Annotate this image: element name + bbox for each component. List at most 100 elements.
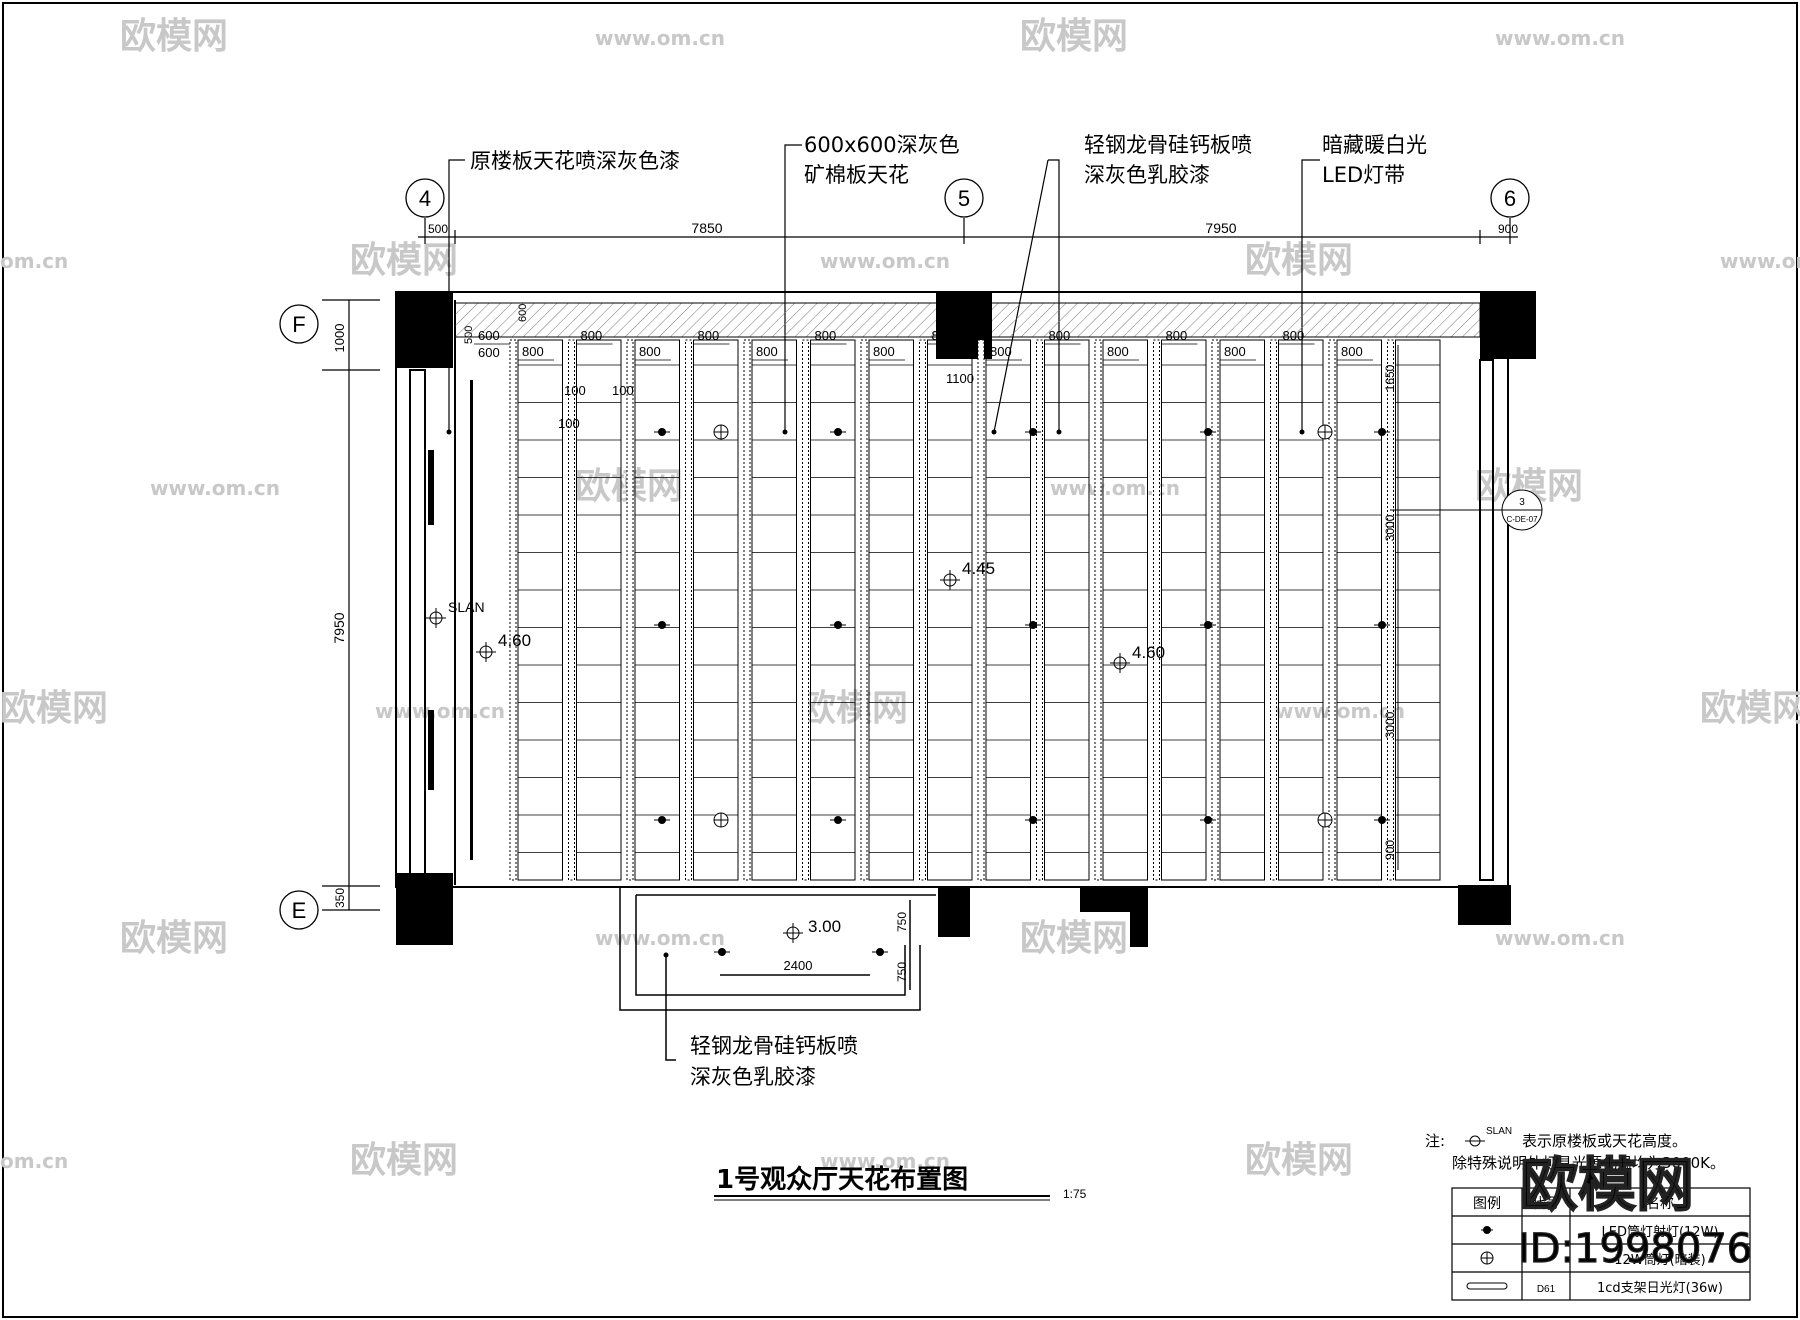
dim-100: 100 bbox=[564, 383, 586, 398]
ceiling-panel-strip bbox=[634, 339, 680, 881]
strip-dimensions: 6008008008008008008008008008008008008008… bbox=[474, 328, 1373, 361]
axis-bubble-4 bbox=[405, 178, 445, 218]
watermark-layer: 欧模网 www.om.cn 欧模网 www.om.cn om.cn 欧模网 ww… bbox=[0, 16, 1800, 1181]
notes-line1: 表示原楼板或天花高度。 bbox=[1522, 1132, 1687, 1150]
axis-label-5: 5 bbox=[958, 186, 970, 211]
strip-dimension-label: 800 bbox=[873, 344, 895, 359]
section-reference: C-DE-07 bbox=[1506, 515, 1538, 524]
watermark-brand: 欧模网 bbox=[350, 240, 458, 281]
watermark-brand: 欧模网 bbox=[0, 688, 108, 729]
callout-led-line1: 暗藏暖白光 bbox=[1322, 133, 1427, 157]
height-markers bbox=[426, 570, 1130, 943]
light-strip bbox=[568, 339, 575, 881]
axis-bubble-6 bbox=[1490, 178, 1530, 218]
watermark-url: www.om.cn bbox=[150, 476, 280, 500]
light-strip bbox=[743, 339, 751, 881]
watermark-brand: 欧模网 bbox=[1245, 240, 1353, 281]
dim-7950: 7950 bbox=[1205, 220, 1236, 236]
wall-opening bbox=[428, 450, 434, 525]
watermark-url: www.om.cn bbox=[820, 1149, 950, 1173]
ceiling-panel-strip bbox=[517, 339, 563, 881]
axis-bubbles bbox=[279, 178, 1530, 930]
callout-gypsum-line1: 轻钢龙骨硅钙板喷 bbox=[1084, 133, 1252, 157]
watermark-url: www.om.cn bbox=[1275, 699, 1405, 723]
height-460: 4.60 bbox=[498, 631, 531, 650]
axis-label-4: 4 bbox=[419, 186, 431, 211]
strip-dimension-label: 800 bbox=[1224, 344, 1246, 359]
strip-dimension-label: 800 bbox=[639, 344, 661, 359]
axis-bubble-5 bbox=[944, 178, 984, 218]
dim-750: 750 bbox=[895, 962, 909, 982]
legend-header-name: 名称 bbox=[1646, 1196, 1674, 1212]
callout-mineral-board-line2: 矿棉板天花 bbox=[804, 163, 909, 187]
light-strip bbox=[685, 339, 692, 881]
structural-columns bbox=[396, 291, 1536, 947]
axis-bubble-E bbox=[279, 890, 319, 930]
watermark-brand: 欧模网 bbox=[1245, 1140, 1353, 1181]
strip-dimension-label: 800 bbox=[581, 328, 603, 343]
dim-100: 100 bbox=[612, 383, 634, 398]
watermark-url: www.om.cn bbox=[1050, 476, 1180, 500]
section-marker: 3 C-DE-07 bbox=[1390, 489, 1543, 531]
dim-1650: 1650 bbox=[1383, 364, 1397, 391]
top-dimension-line bbox=[418, 218, 1518, 244]
light-trough bbox=[470, 380, 473, 860]
dim-500: 500 bbox=[428, 222, 448, 236]
drawing-title: 1号观众厅天花布置图 bbox=[716, 1165, 968, 1195]
column bbox=[1130, 887, 1148, 947]
dim-600-vertical: 600 bbox=[517, 304, 529, 322]
left-wall bbox=[409, 369, 426, 876]
axis-bubble-F bbox=[279, 304, 319, 344]
leader-dots bbox=[446, 429, 1305, 435]
leader-dot bbox=[782, 429, 788, 435]
axis-label-E: E bbox=[292, 898, 307, 923]
ceiling-panel-strip bbox=[927, 339, 973, 881]
ceiling-panel-strip bbox=[576, 339, 622, 881]
legend-table bbox=[1451, 1187, 1751, 1301]
strip-dimension-label: 800 bbox=[1049, 328, 1071, 343]
watermark-url: www.om.cn bbox=[1720, 249, 1800, 273]
callout-leaders bbox=[448, 144, 1320, 433]
light-strip bbox=[1270, 339, 1277, 881]
slan-symbol-icon bbox=[1465, 1135, 1485, 1147]
callout-bottom-line2: 深灰色乳胶漆 bbox=[690, 1065, 816, 1089]
ceiling-panel-strip bbox=[1278, 339, 1324, 881]
strip-dimension-label: 800 bbox=[522, 344, 544, 359]
leader-line bbox=[1048, 159, 1060, 432]
light-strip bbox=[919, 339, 926, 881]
watermark-brand: 欧模网 bbox=[800, 688, 908, 729]
notes-slan: SLAN bbox=[1486, 1126, 1512, 1137]
alcove-outer bbox=[619, 887, 921, 1011]
legend-header-symbol: 图例 bbox=[1473, 1196, 1501, 1212]
watermark-logo: 欧模网 bbox=[1520, 1151, 1694, 1219]
ceiling-panel-strip bbox=[693, 339, 739, 881]
lower-alcove bbox=[619, 887, 936, 1061]
dim-3000: 3000 bbox=[1383, 711, 1397, 738]
dim-7850: 7850 bbox=[691, 220, 722, 236]
notes-line2: 除特殊说明外灯具光源色温均为3000K。 bbox=[1452, 1154, 1725, 1172]
dim-500-vertical: 500 bbox=[463, 326, 475, 344]
ceiling-panel-strip bbox=[810, 339, 856, 881]
leader-line bbox=[993, 159, 1049, 433]
light-strip bbox=[1153, 339, 1160, 881]
light-strip bbox=[1211, 339, 1219, 881]
leader-dot bbox=[446, 429, 452, 435]
dim-100: 100 bbox=[558, 416, 580, 431]
strip-dimension-label: 800 bbox=[990, 344, 1012, 359]
ceiling-panel-strip bbox=[1219, 339, 1265, 881]
dim-3000: 3000 bbox=[1383, 514, 1397, 541]
watermark-url: www.om.cn bbox=[1495, 26, 1625, 50]
wall-openings bbox=[428, 380, 473, 860]
watermark-brand: 欧模网 bbox=[1020, 918, 1128, 959]
ceiling-panel-strip bbox=[1395, 339, 1441, 881]
ceiling-lamp-icon bbox=[1480, 1251, 1494, 1265]
leader-dot bbox=[1299, 429, 1305, 435]
ceiling-panel-strip bbox=[1044, 339, 1090, 881]
strip-dimension-label: 600 bbox=[478, 328, 500, 343]
left-dimension-line bbox=[322, 299, 380, 911]
legend-name: LED筒灯射灯(12W) bbox=[1601, 1224, 1718, 1240]
callout-slab-paint: 原楼板天花喷深灰色漆 bbox=[470, 149, 680, 173]
